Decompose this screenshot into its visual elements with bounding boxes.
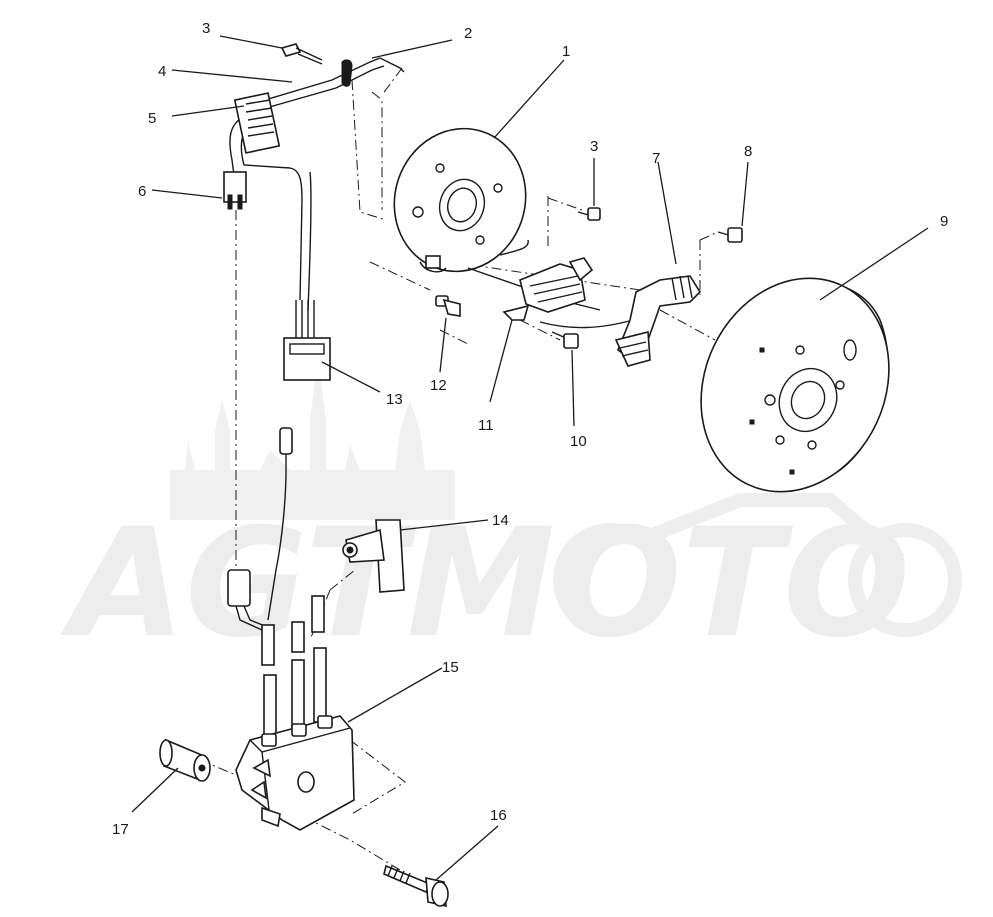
callout-2: 2 <box>464 25 472 42</box>
screw-3-upper <box>280 43 323 65</box>
wiring-harness <box>223 57 405 381</box>
bushing <box>159 738 211 782</box>
callout-11: 11 <box>478 417 494 434</box>
callout-numbers: 3 2 4 5 6 1 3 7 8 9 12 13 11 10 14 15 16… <box>112 20 948 838</box>
lead-b <box>291 621 305 653</box>
callout-6: 6 <box>138 183 146 200</box>
connector-6 <box>223 171 247 203</box>
screw-3-right <box>577 207 601 221</box>
callout-9: 9 <box>940 213 948 230</box>
callout-3-upper: 3 <box>202 20 210 37</box>
callout-13: 13 <box>386 391 403 408</box>
callout-1: 1 <box>562 43 570 60</box>
bolt <box>383 864 449 908</box>
screw-12 <box>435 295 461 317</box>
spark-plug-cap <box>342 519 405 593</box>
callout-10: 10 <box>570 433 587 450</box>
watermark-skyline <box>170 360 455 520</box>
callout-15: 15 <box>442 659 459 676</box>
leader-lines <box>131 35 929 881</box>
flywheel <box>700 277 890 493</box>
watermark-text: AGTMOTO <box>60 497 910 671</box>
callout-12: 12 <box>430 377 447 394</box>
lead-a <box>261 624 275 666</box>
lead-c <box>311 595 325 633</box>
callout-7: 7 <box>652 150 660 167</box>
screw-10 <box>551 331 579 349</box>
coil-leads <box>227 427 327 746</box>
coil-terminal-b <box>291 659 305 733</box>
callout-5: 5 <box>148 110 156 127</box>
callout-8: 8 <box>744 143 752 160</box>
watermark-motorcycle-icon <box>553 493 962 637</box>
connector-13 <box>283 337 331 381</box>
callout-3-right: 3 <box>590 138 598 155</box>
callout-17: 17 <box>112 821 129 838</box>
callout-4: 4 <box>158 63 166 80</box>
callout-14: 14 <box>492 512 509 529</box>
stator-plate <box>393 127 527 273</box>
screw-8 <box>717 227 743 243</box>
watermark: AGTMOTO <box>60 360 962 671</box>
exciter-coil <box>614 275 702 367</box>
harness-clamp <box>341 59 353 87</box>
trigger-coil <box>467 239 641 329</box>
coil-terminal-c <box>313 647 327 723</box>
callout-16: 16 <box>490 807 507 824</box>
ignition-coil <box>235 715 355 831</box>
